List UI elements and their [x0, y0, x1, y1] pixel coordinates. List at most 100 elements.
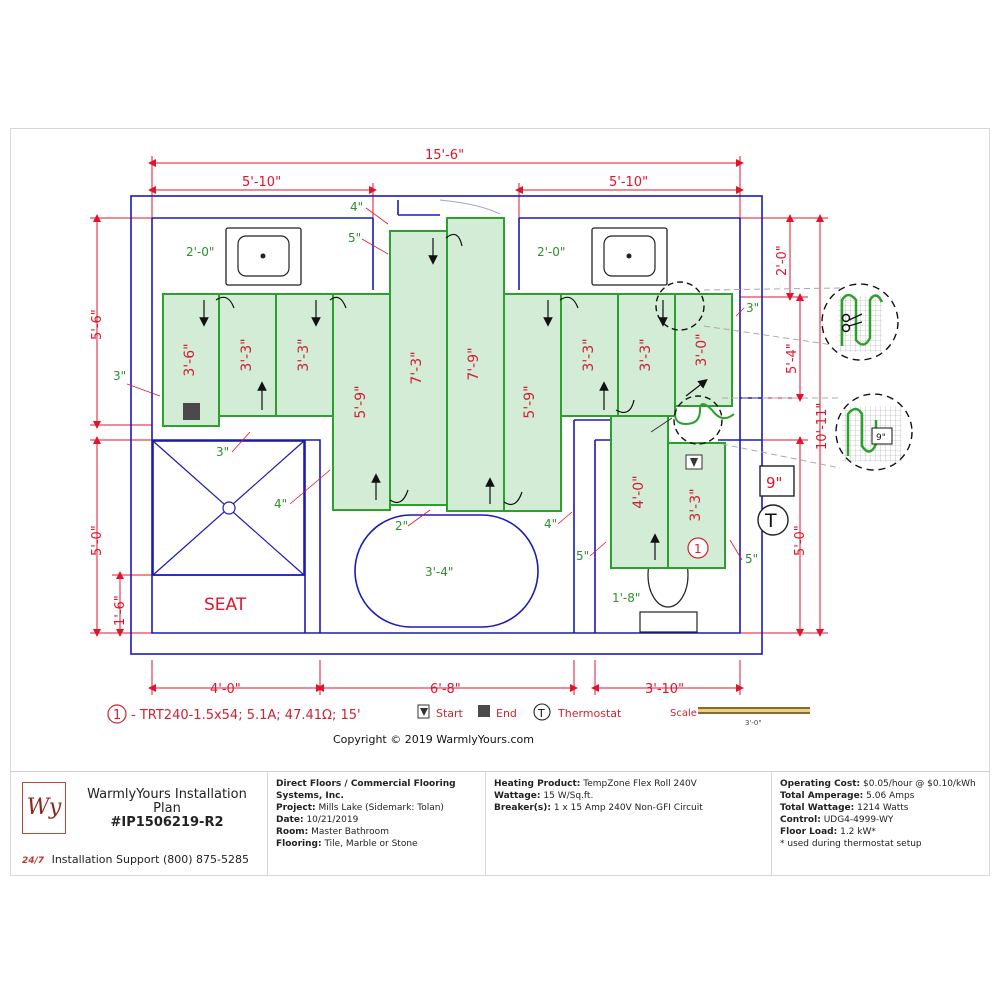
offset-label: 4"	[350, 200, 363, 214]
end-marker	[183, 403, 200, 420]
support-badge: 24/7	[22, 856, 45, 866]
heating-run-9	[617, 293, 676, 417]
heating-run-3	[275, 293, 334, 417]
svg-text:3'-0": 3'-0"	[745, 719, 762, 727]
legend: 1 - TRT240-1.5x54; 5.1A; 47.41Ω; 15' Sta…	[107, 703, 810, 727]
dim-right-lower: 5'-0"	[793, 525, 808, 556]
offset-label: 4"	[274, 497, 287, 511]
detail-callout-sensor: 9"	[673, 393, 913, 471]
flooring-value: Tile, Marble or Stone	[324, 839, 418, 849]
legend-thermostat: Thermostat	[557, 707, 622, 720]
logo-text: Wy	[26, 795, 62, 820]
cost-value: $0.05/hour @ $0.10/kWh	[863, 779, 976, 789]
shower-drain	[152, 440, 305, 576]
floor-load-value: 1.2 kW*	[840, 827, 876, 837]
offset-label: 5"	[348, 231, 361, 245]
run-length-label: 3'-3"	[638, 338, 654, 371]
sensor-box	[759, 465, 795, 497]
cable-leader	[650, 417, 673, 433]
offset-label: 3"	[113, 369, 126, 383]
offset-label: 3"	[216, 445, 229, 459]
dim-right-top: 2'-0"	[775, 245, 790, 276]
dimension-lines	[90, 156, 828, 695]
sink-right	[591, 227, 668, 286]
circuit-marker: 1	[687, 537, 709, 559]
title-block-project: Direct Floors / Commercial Flooring Syst…	[268, 772, 486, 876]
run-length-label: 7'-9"	[466, 347, 482, 380]
amperage-value: 5.06 Amps	[866, 791, 915, 801]
thermostat-icon: T	[757, 504, 789, 536]
vanity-offset-left: 2'-0"	[186, 245, 214, 259]
plan-title-line2: Plan	[153, 801, 181, 816]
legend-start: Start	[436, 707, 464, 720]
dim-left-seat: 1'-6"	[113, 595, 128, 626]
end-icon	[478, 705, 490, 717]
scissors-icon	[841, 313, 863, 333]
wattage-label: Wattage:	[494, 791, 541, 801]
toilet-clearance-label: 1'-8"	[612, 591, 640, 605]
room-label: Room:	[276, 827, 309, 837]
project-label: Project:	[276, 803, 316, 813]
total-wattage-label: Total Wattage:	[780, 803, 855, 813]
svg-text:1: 1	[694, 542, 702, 556]
sink-left	[225, 227, 302, 286]
breaker-value: 1 x 15 Amp 240V Non-GFI Circuit	[553, 803, 703, 813]
sensor-distance: 9"	[766, 474, 782, 492]
cable-loop	[674, 403, 735, 426]
title-block-product: Heating Product: TempZone Flex Roll 240V…	[486, 772, 772, 876]
flow-arrows	[199, 233, 708, 560]
dim-right-mid: 5'-4"	[785, 343, 800, 374]
plan-number: #IP1506219-R2	[110, 815, 224, 830]
run-length-label: 3'-3"	[296, 338, 312, 371]
offset-label: 3"	[746, 301, 759, 315]
run-length-label: 3'-6"	[182, 343, 198, 376]
offset-leaders	[126, 207, 745, 561]
support-phone: Installation Support (800) 875-5285	[51, 853, 250, 866]
plan-title-line1: WarmlyYours Installation	[87, 787, 247, 802]
cost-label: Operating Cost:	[780, 779, 861, 789]
total-wattage-value: 1214 Watts	[857, 803, 909, 813]
tub-width-label: 3'-4"	[425, 565, 453, 579]
legend-circuit-text: - TRT240-1.5x54; 5.1A; 47.41Ω; 15'	[131, 708, 361, 723]
run-length-label: 3'-0"	[694, 333, 710, 366]
date-value: 10/21/2019	[306, 815, 359, 825]
dim-top-left: 5'-10"	[242, 175, 281, 190]
flooring-label: Flooring:	[276, 839, 322, 849]
thermostat-legend-icon: T	[533, 703, 551, 721]
scale-bar: 3'-0"	[698, 707, 810, 727]
run-length-label: 5'-9"	[522, 385, 538, 418]
svg-text:T: T	[764, 510, 777, 532]
heating-run-7	[503, 293, 562, 512]
run-length-label: 4'-0"	[631, 475, 647, 508]
start-marker	[685, 454, 703, 470]
floor-load-label: Floor Load:	[780, 827, 838, 837]
run-length-label: 3'-3"	[239, 338, 255, 371]
floor-plan: 9" 9" T 1 15'-6" 5'-10" 5'-10" 4'-0" 6'-…	[90, 148, 913, 746]
title-block-brand: Wy WarmlyYours Installation Plan #IP1506…	[10, 772, 268, 876]
date-label: Date:	[276, 815, 304, 825]
start-icon	[417, 704, 430, 719]
dim-right-overall: 10'-11"	[815, 403, 830, 450]
scale-label: Scale	[670, 708, 697, 719]
dim-left-upper: 5'-6"	[90, 309, 105, 340]
dim-left-lower: 5'-0"	[90, 525, 105, 556]
offset-label: 2"	[395, 519, 408, 533]
dim-bottom-left: 4'-0"	[210, 682, 241, 697]
legend-end: End	[496, 707, 517, 720]
inset-sensor-label: 9"	[876, 433, 886, 443]
run-length-label: 3'-3"	[688, 488, 704, 521]
seat-label: SEAT	[204, 595, 247, 615]
run-labels: 3'-6"3'-3"3'-3"5'-9"7'-3"7'-9"5'-9"3'-3"…	[182, 333, 710, 521]
drawing-sheet	[10, 128, 990, 876]
offset-label: 5"	[745, 552, 758, 566]
title-block: Wy WarmlyYours Installation Plan #IP1506…	[10, 771, 990, 876]
svg-text:T: T	[537, 707, 545, 720]
bathtub	[354, 514, 539, 628]
wattage-value: 15 W/Sq.ft.	[543, 791, 594, 801]
title-block-electrical: Operating Cost: $0.05/hour @ $0.10/kWh T…	[772, 772, 990, 876]
heating-value: TempZone Flex Roll 240V	[583, 779, 697, 789]
run-length-label: 5'-9"	[353, 385, 369, 418]
amperage-label: Total Amperage:	[780, 791, 864, 801]
vanity-offset-right: 2'-0"	[537, 245, 565, 259]
heating-mat	[162, 217, 733, 569]
